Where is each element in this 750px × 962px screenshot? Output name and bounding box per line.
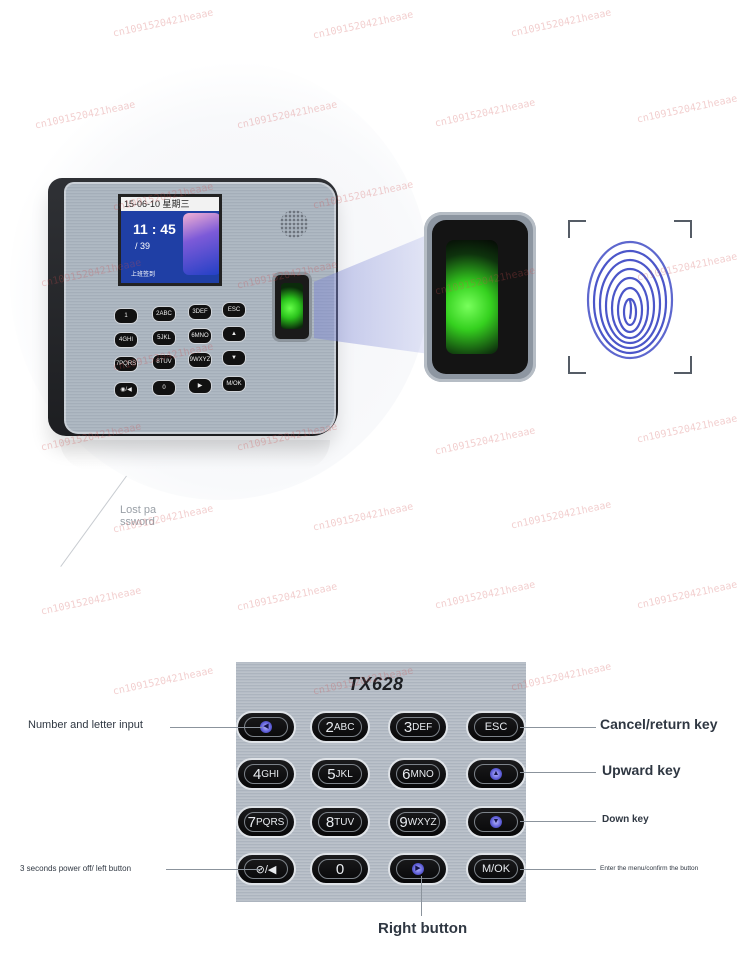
callout-line	[520, 869, 596, 870]
watermark: cn1091520421heaae	[433, 97, 537, 130]
small-key: 0	[152, 380, 176, 396]
watermark: cn1091520421heaae	[635, 579, 739, 612]
callout-line	[170, 727, 262, 728]
watermark: cn1091520421heaae	[433, 579, 537, 612]
small-key: 8TUV	[152, 354, 176, 370]
lost-password-caption: Lost pa ssword	[120, 504, 157, 528]
screen-time: 11 : 45	[133, 221, 176, 237]
key-0[interactable]: 0	[310, 853, 370, 885]
right-arrow-icon: ▶	[412, 863, 424, 875]
hand-graphic	[183, 213, 219, 275]
callout-line	[520, 772, 596, 773]
small-key: 2ABC	[152, 306, 176, 322]
callout-cancel-return: Cancel/return key	[600, 716, 718, 732]
watermark: cn1091520421heaae	[509, 499, 613, 532]
watermark: cn1091520421heaae	[635, 413, 739, 446]
callout-line	[520, 821, 596, 822]
callout-right: Right button	[378, 920, 468, 937]
small-key: 5JKL	[152, 330, 176, 346]
watermark: cn1091520421heaae	[111, 665, 215, 698]
watermark: cn1091520421heaae	[39, 585, 143, 618]
small-key: ◉/◀	[114, 382, 138, 398]
watermark: cn1091520421heaae	[433, 425, 537, 458]
key-right[interactable]: ▶	[388, 853, 448, 885]
screen-status: 上班签到	[131, 272, 156, 278]
callout-menu-confirm: Enter the menu/confirm the button	[600, 865, 699, 872]
watermark: cn1091520421heaae	[509, 7, 613, 40]
speaker-grille-icon	[280, 210, 308, 238]
key-down[interactable]: ▼	[466, 806, 526, 838]
left-arrow-icon: ◀	[260, 721, 272, 733]
callout-down: Down key	[602, 814, 649, 825]
callout-line	[520, 727, 596, 728]
small-key: ESC	[222, 302, 246, 318]
key-menu-ok[interactable]: M/OK	[466, 853, 526, 885]
callout-number-letter: Number and letter input	[28, 719, 143, 731]
key-esc[interactable]: ESC	[466, 711, 526, 743]
small-key: 3DEF	[188, 304, 212, 320]
device-screen: 15-06-10 星期三 11 : 45 / 39 上班签到	[118, 194, 222, 286]
watermark: cn1091520421heaae	[235, 581, 339, 614]
model-name: TX628	[348, 674, 404, 694]
small-key: ▲	[222, 326, 246, 342]
watermark: cn1091520421heaae	[635, 93, 739, 126]
fingerprint-sensor-zoom	[424, 212, 536, 382]
callout-upward: Upward key	[602, 762, 681, 778]
watermark: cn1091520421heaae	[111, 7, 215, 40]
key-up[interactable]: ▲	[466, 758, 526, 790]
small-key: 4GHI	[114, 332, 138, 348]
callout-power-left: 3 seconds power off/ left button	[20, 864, 132, 873]
fingerprint-icon	[586, 240, 674, 360]
small-key: ▶	[188, 378, 212, 394]
down-arrow-icon: ▼	[490, 816, 502, 828]
watermark: cn1091520421heaae	[311, 9, 415, 42]
pointer-line	[60, 475, 127, 567]
callout-line	[166, 869, 262, 870]
fingerprint-sensor	[272, 272, 312, 342]
screen-seconds: / 39	[135, 241, 151, 251]
small-key: ▼	[222, 350, 246, 366]
callout-line	[421, 876, 422, 916]
up-arrow-icon: ▲	[490, 768, 502, 780]
fingerprint-scan-frame	[568, 220, 692, 374]
small-key: 7PQRS	[114, 356, 138, 372]
small-key: 1	[114, 308, 138, 324]
small-key: 9WXYZ	[188, 352, 212, 368]
small-key: 6MNO	[188, 328, 212, 344]
small-key: M/OK	[222, 376, 246, 392]
device-reflection	[60, 440, 330, 470]
watermark: cn1091520421heaae	[311, 501, 415, 534]
screen-date: 15-06-10 星期三	[121, 197, 219, 211]
